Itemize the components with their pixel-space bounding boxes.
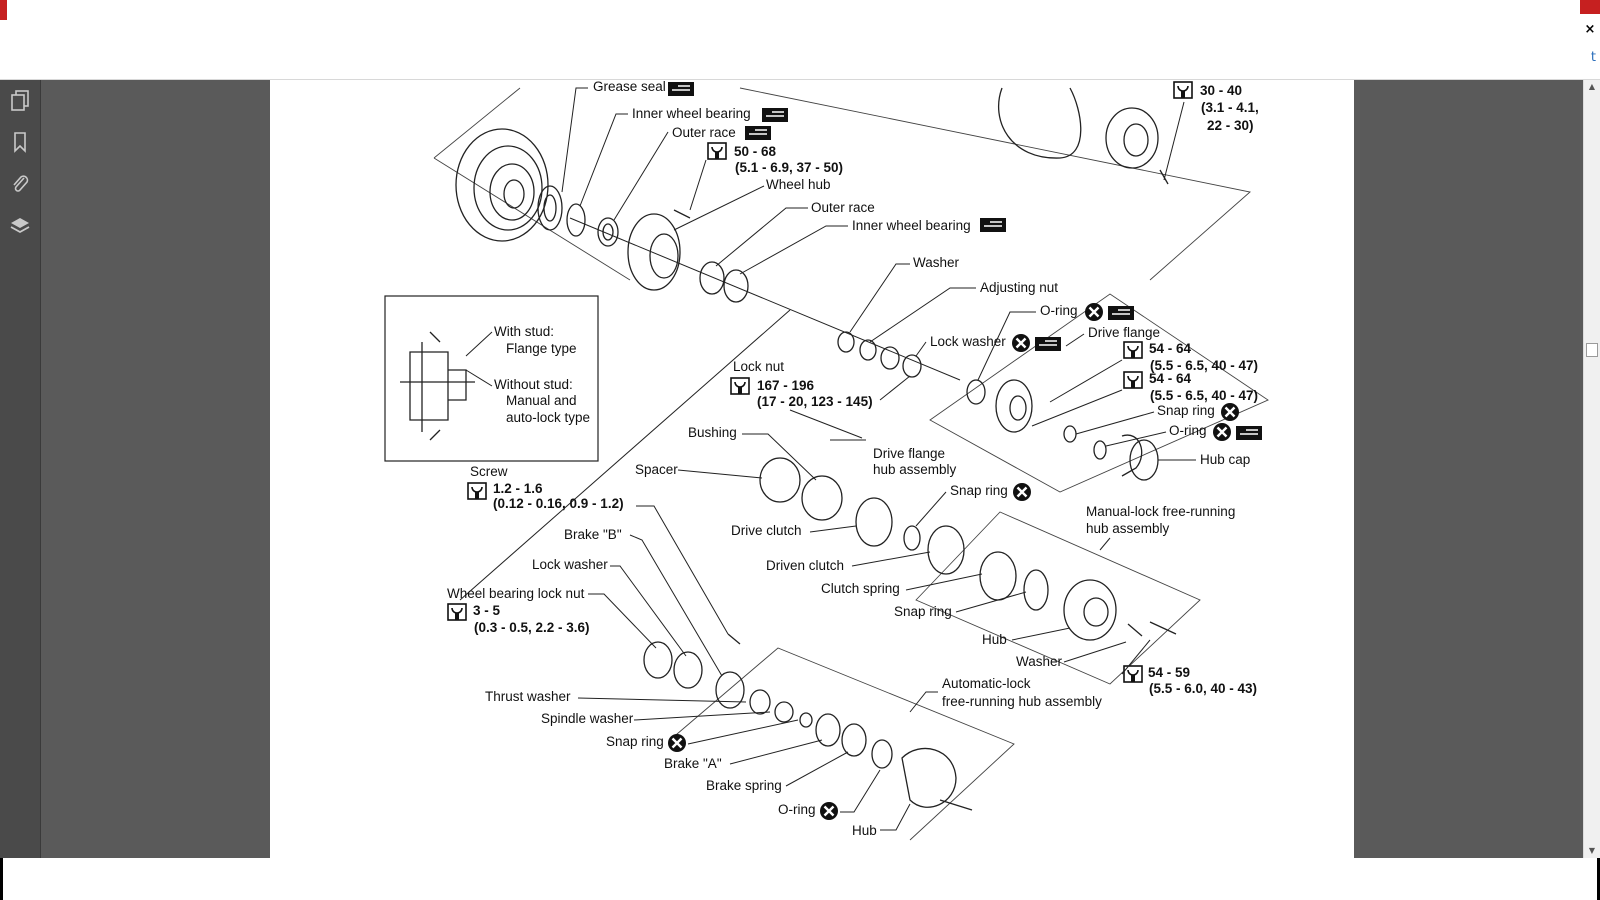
close-button[interactable]: ×: [1584, 22, 1596, 37]
label-spindle-washer: Spindle washer: [541, 711, 634, 726]
torque-50-68: 50 - 68: [734, 144, 777, 159]
label-o-ring-2: O-ring: [1169, 423, 1207, 438]
torque-30-40: 30 - 40: [1200, 83, 1242, 98]
torque-54-59-sub: (5.5 - 6.0, 40 - 43): [1149, 681, 1257, 696]
label-brake-b: Brake "B": [564, 527, 622, 542]
inset-auto-lock-type: auto-lock type: [506, 410, 590, 425]
label-driven-clutch: Driven clutch: [766, 558, 844, 573]
label-drive-flange: Drive flange: [1088, 325, 1160, 340]
torque-1-2-1-6: 1.2 - 1.6: [493, 481, 543, 496]
label-lock-nut: Lock nut: [733, 359, 784, 374]
layers-icon[interactable]: [8, 214, 32, 238]
vertical-scrollbar[interactable]: ▲ ▼: [1583, 80, 1600, 858]
inset-flange-type: Flange type: [506, 341, 577, 356]
pages-icon[interactable]: [8, 88, 32, 112]
label-o-ring-3: O-ring: [778, 802, 816, 817]
label-inner-wheel-bearing-2: Inner wheel bearing: [852, 218, 971, 233]
label-thrust-washer: Thrust washer: [485, 689, 571, 704]
label-wheel-hub: Wheel hub: [766, 177, 831, 192]
document-page: Grease seal Inner wheel bearing Outer ra…: [270, 80, 1354, 858]
label-clutch-spring: Clutch spring: [821, 581, 900, 596]
torque-30-40-sub2: 22 - 30): [1207, 118, 1254, 133]
label-grease-seal: Grease seal: [593, 80, 666, 94]
bottom-left-edge: [0, 858, 3, 900]
label-screw: Screw: [470, 464, 508, 479]
label-snap-ring-1: Snap ring: [1157, 403, 1215, 418]
torque-54-59: 54 - 59: [1148, 665, 1190, 680]
label-drive-clutch: Drive clutch: [731, 523, 802, 538]
torque-30-40-sub1: (3.1 - 4.1,: [1201, 100, 1259, 115]
label-adjusting-nut: Adjusting nut: [980, 280, 1058, 295]
torque-54-64-b: 54 - 64: [1149, 371, 1192, 386]
window-corner-mark: [1580, 0, 1600, 14]
scroll-up-arrow-icon[interactable]: ▲: [1588, 82, 1596, 91]
label-hub-1: Hub: [982, 632, 1007, 647]
label-bushing: Bushing: [688, 425, 737, 440]
label-manual-lock-1: Manual-lock free-running: [1086, 504, 1235, 519]
label-snap-ring-4: Snap ring: [606, 734, 664, 749]
app-corner-mark: [0, 0, 7, 20]
torque-3-5: 3 - 5: [473, 603, 501, 618]
torque-54-64-a: 54 - 64: [1149, 341, 1192, 356]
bottom-right-edge: [1597, 858, 1600, 900]
torque-1-2-1-6-sub: (0.12 - 0.16, 0.9 - 1.2): [493, 496, 624, 511]
bookmark-icon[interactable]: [8, 130, 32, 154]
inset-without-stud: Without stud:: [494, 377, 573, 392]
label-spacer: Spacer: [635, 462, 678, 477]
label-snap-ring-3: Snap ring: [894, 604, 952, 619]
bottom-bar: [0, 858, 1600, 900]
label-outer-race-2: Outer race: [811, 200, 875, 215]
scroll-thumb[interactable]: [1586, 343, 1598, 357]
label-brake-a: Brake "A": [664, 756, 722, 771]
torque-54-64-b-sub: (5.5 - 6.5, 40 - 47): [1150, 388, 1258, 403]
label-snap-ring-2: Snap ring: [950, 483, 1008, 498]
label-inner-wheel-bearing: Inner wheel bearing: [632, 106, 751, 121]
label-brake-spring: Brake spring: [706, 778, 782, 793]
document-viewer: Grease seal Inner wheel bearing Outer ra…: [41, 80, 1583, 858]
label-drive-flange-hub-1: Drive flange: [873, 446, 945, 461]
torque-50-68-sub: (5.1 - 6.9, 37 - 50): [735, 160, 843, 175]
torque-167-196: 167 - 196: [757, 378, 815, 393]
label-drive-flange-hub-2: hub assembly: [873, 462, 957, 477]
attachment-icon[interactable]: [8, 172, 32, 196]
torque-3-5-sub: (0.3 - 0.5, 2.2 - 3.6): [474, 620, 590, 635]
scroll-down-arrow-icon[interactable]: ▼: [1588, 846, 1596, 855]
top-toolbar: × t: [0, 0, 1600, 80]
torque-54-64-a-sub: (5.5 - 6.5, 40 - 47): [1150, 358, 1258, 373]
label-wheel-bearing-lock-nut: Wheel bearing lock nut: [447, 586, 585, 601]
navigation-sidebar: [0, 80, 41, 858]
label-lock-washer-2: Lock washer: [532, 557, 608, 572]
label-manual-lock-2: hub assembly: [1086, 521, 1170, 536]
label-automatic-lock-1: Automatic-lock: [942, 676, 1031, 691]
label-lock-washer-1: Lock washer: [930, 334, 1006, 349]
label-outer-race: Outer race: [672, 125, 736, 140]
label-washer-2: Washer: [1016, 654, 1063, 669]
label-washer: Washer: [913, 255, 960, 270]
truncated-edge-text: t: [1590, 50, 1596, 65]
exploded-hub-diagram: Grease seal Inner wheel bearing Outer ra…: [384, 80, 1269, 841]
label-hub-cap: Hub cap: [1200, 452, 1250, 467]
label-automatic-lock-2: free-running hub assembly: [942, 694, 1102, 709]
label-hub-2: Hub: [852, 823, 877, 838]
label-o-ring-1: O-ring: [1040, 303, 1078, 318]
torque-167-196-sub: (17 - 20, 123 - 145): [757, 394, 873, 409]
inset-with-stud: With stud:: [494, 324, 554, 339]
inset-manual-and: Manual and: [506, 393, 577, 408]
